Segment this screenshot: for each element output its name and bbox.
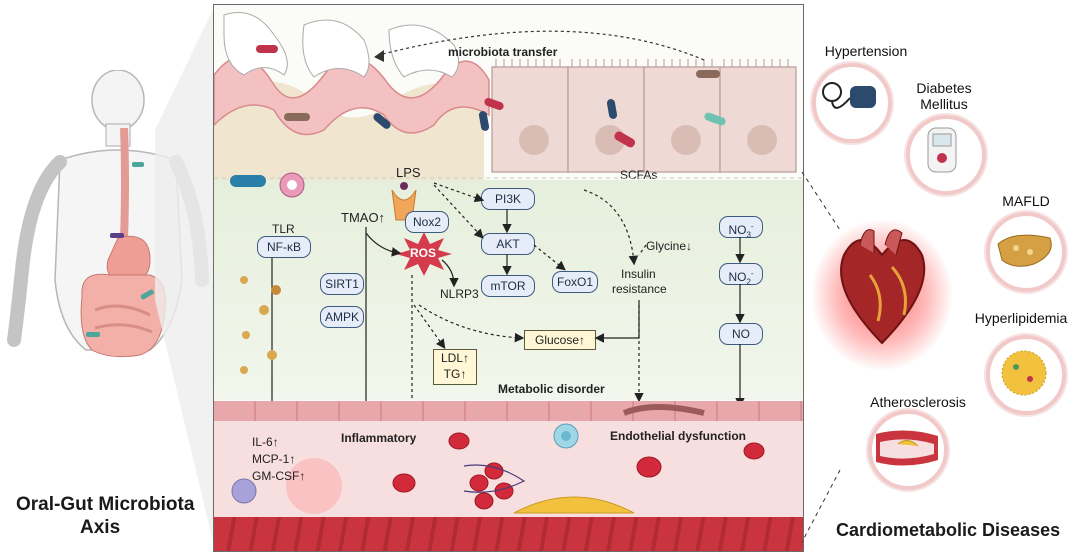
nfkb-node: NF-κB [257, 236, 311, 258]
metabolic-disorder-label: Metabolic disorder [498, 382, 605, 396]
artery-plaque-icon [876, 430, 938, 466]
ampk-node: AMPK [320, 306, 364, 328]
akt-node: AKT [481, 233, 535, 255]
right-title: Cardiometabolic Diseases [836, 520, 1061, 540]
leader-lines [801, 171, 841, 543]
il6-label: IL-6↑ [252, 435, 279, 449]
endothelial-dysfunction-label: Endothelial dysfunction [610, 429, 747, 443]
no2-subscript: 2 [746, 277, 751, 287]
lipid-box: LDL↑ TG↑ [433, 349, 477, 385]
immune-cell-icon [279, 172, 305, 198]
insulin-resistance-line1: Insulin [621, 267, 656, 281]
blood-vessel-lumen [214, 421, 803, 517]
atherosclerosis-label: Atherosclerosis [870, 394, 966, 410]
bacteria-icon [110, 233, 124, 238]
ros-label: ROS [410, 246, 437, 260]
ldl-label: LDL↑ [440, 351, 469, 365]
no3-subscript: 3 [746, 230, 751, 240]
microbiota-transfer-label: microbiota transfer [448, 45, 558, 59]
insulin-resistance-line2: resistance [612, 282, 667, 296]
mcp1-label: MCP-1↑ [252, 452, 296, 466]
mechanism-panel: microbiota transfer LPS TMAO↑ Nox2 ROS N… [213, 4, 804, 552]
no2-label: NO [728, 270, 747, 284]
heart-icon [840, 229, 926, 345]
glycine-label: Glycine↓ [646, 239, 693, 253]
sirt1-node: SIRT1 [320, 273, 364, 295]
no-node: NO [719, 323, 763, 345]
no2-node: NO2- [719, 263, 763, 287]
oral-gut-epithelium [214, 12, 797, 180]
left-title-line1: Oral-Gut Microbiota [16, 494, 195, 515]
no3-superscript: - [750, 222, 754, 231]
diabetes-label-line1: Diabetes [916, 80, 972, 96]
ros-burst-icon [396, 232, 452, 276]
hyperlipidemia-label: Hyperlipidemia [974, 310, 1068, 326]
tmao-label: TMAO↑ [341, 210, 386, 225]
left-title-line2: Axis [80, 517, 121, 538]
pathway-arrows [214, 177, 803, 418]
gmcsf-label: GM-CSF↑ [252, 469, 306, 483]
tlr-label: TLR [272, 222, 295, 236]
lps-label: LPS [396, 165, 421, 180]
no2-superscript: - [750, 269, 754, 278]
foxo1-node: FoxO1 [552, 271, 598, 293]
blood-pressure-monitor-icon [822, 82, 876, 109]
lps-bacterium-icon [230, 175, 266, 187]
fatty-liver-icon [997, 234, 1052, 267]
nox2-node: Nox2 [405, 211, 449, 233]
glucose-box: Glucose↑ [524, 330, 596, 350]
inflammatory-label: Inflammatory [341, 431, 417, 445]
metabolite-particles [240, 276, 281, 374]
tg-label: TG↑ [443, 367, 467, 381]
zoom-projection [155, 5, 215, 550]
vessel-contents [231, 404, 765, 514]
no3-node: NO3- [719, 216, 763, 240]
lipoprotein-icon [1001, 350, 1047, 396]
nlrp3-label: NLRP3 [440, 287, 479, 301]
pi3k-node: PI3K [481, 188, 535, 210]
muscle-layer [214, 517, 803, 551]
diabetes-label-line2: Mellitus [920, 96, 968, 112]
hypertension-label: Hypertension [824, 43, 908, 59]
mafld-label: MAFLD [1002, 193, 1050, 209]
mtor-node: mTOR [481, 275, 535, 297]
no3-label: NO [728, 223, 747, 237]
glucometer-icon [927, 127, 957, 173]
